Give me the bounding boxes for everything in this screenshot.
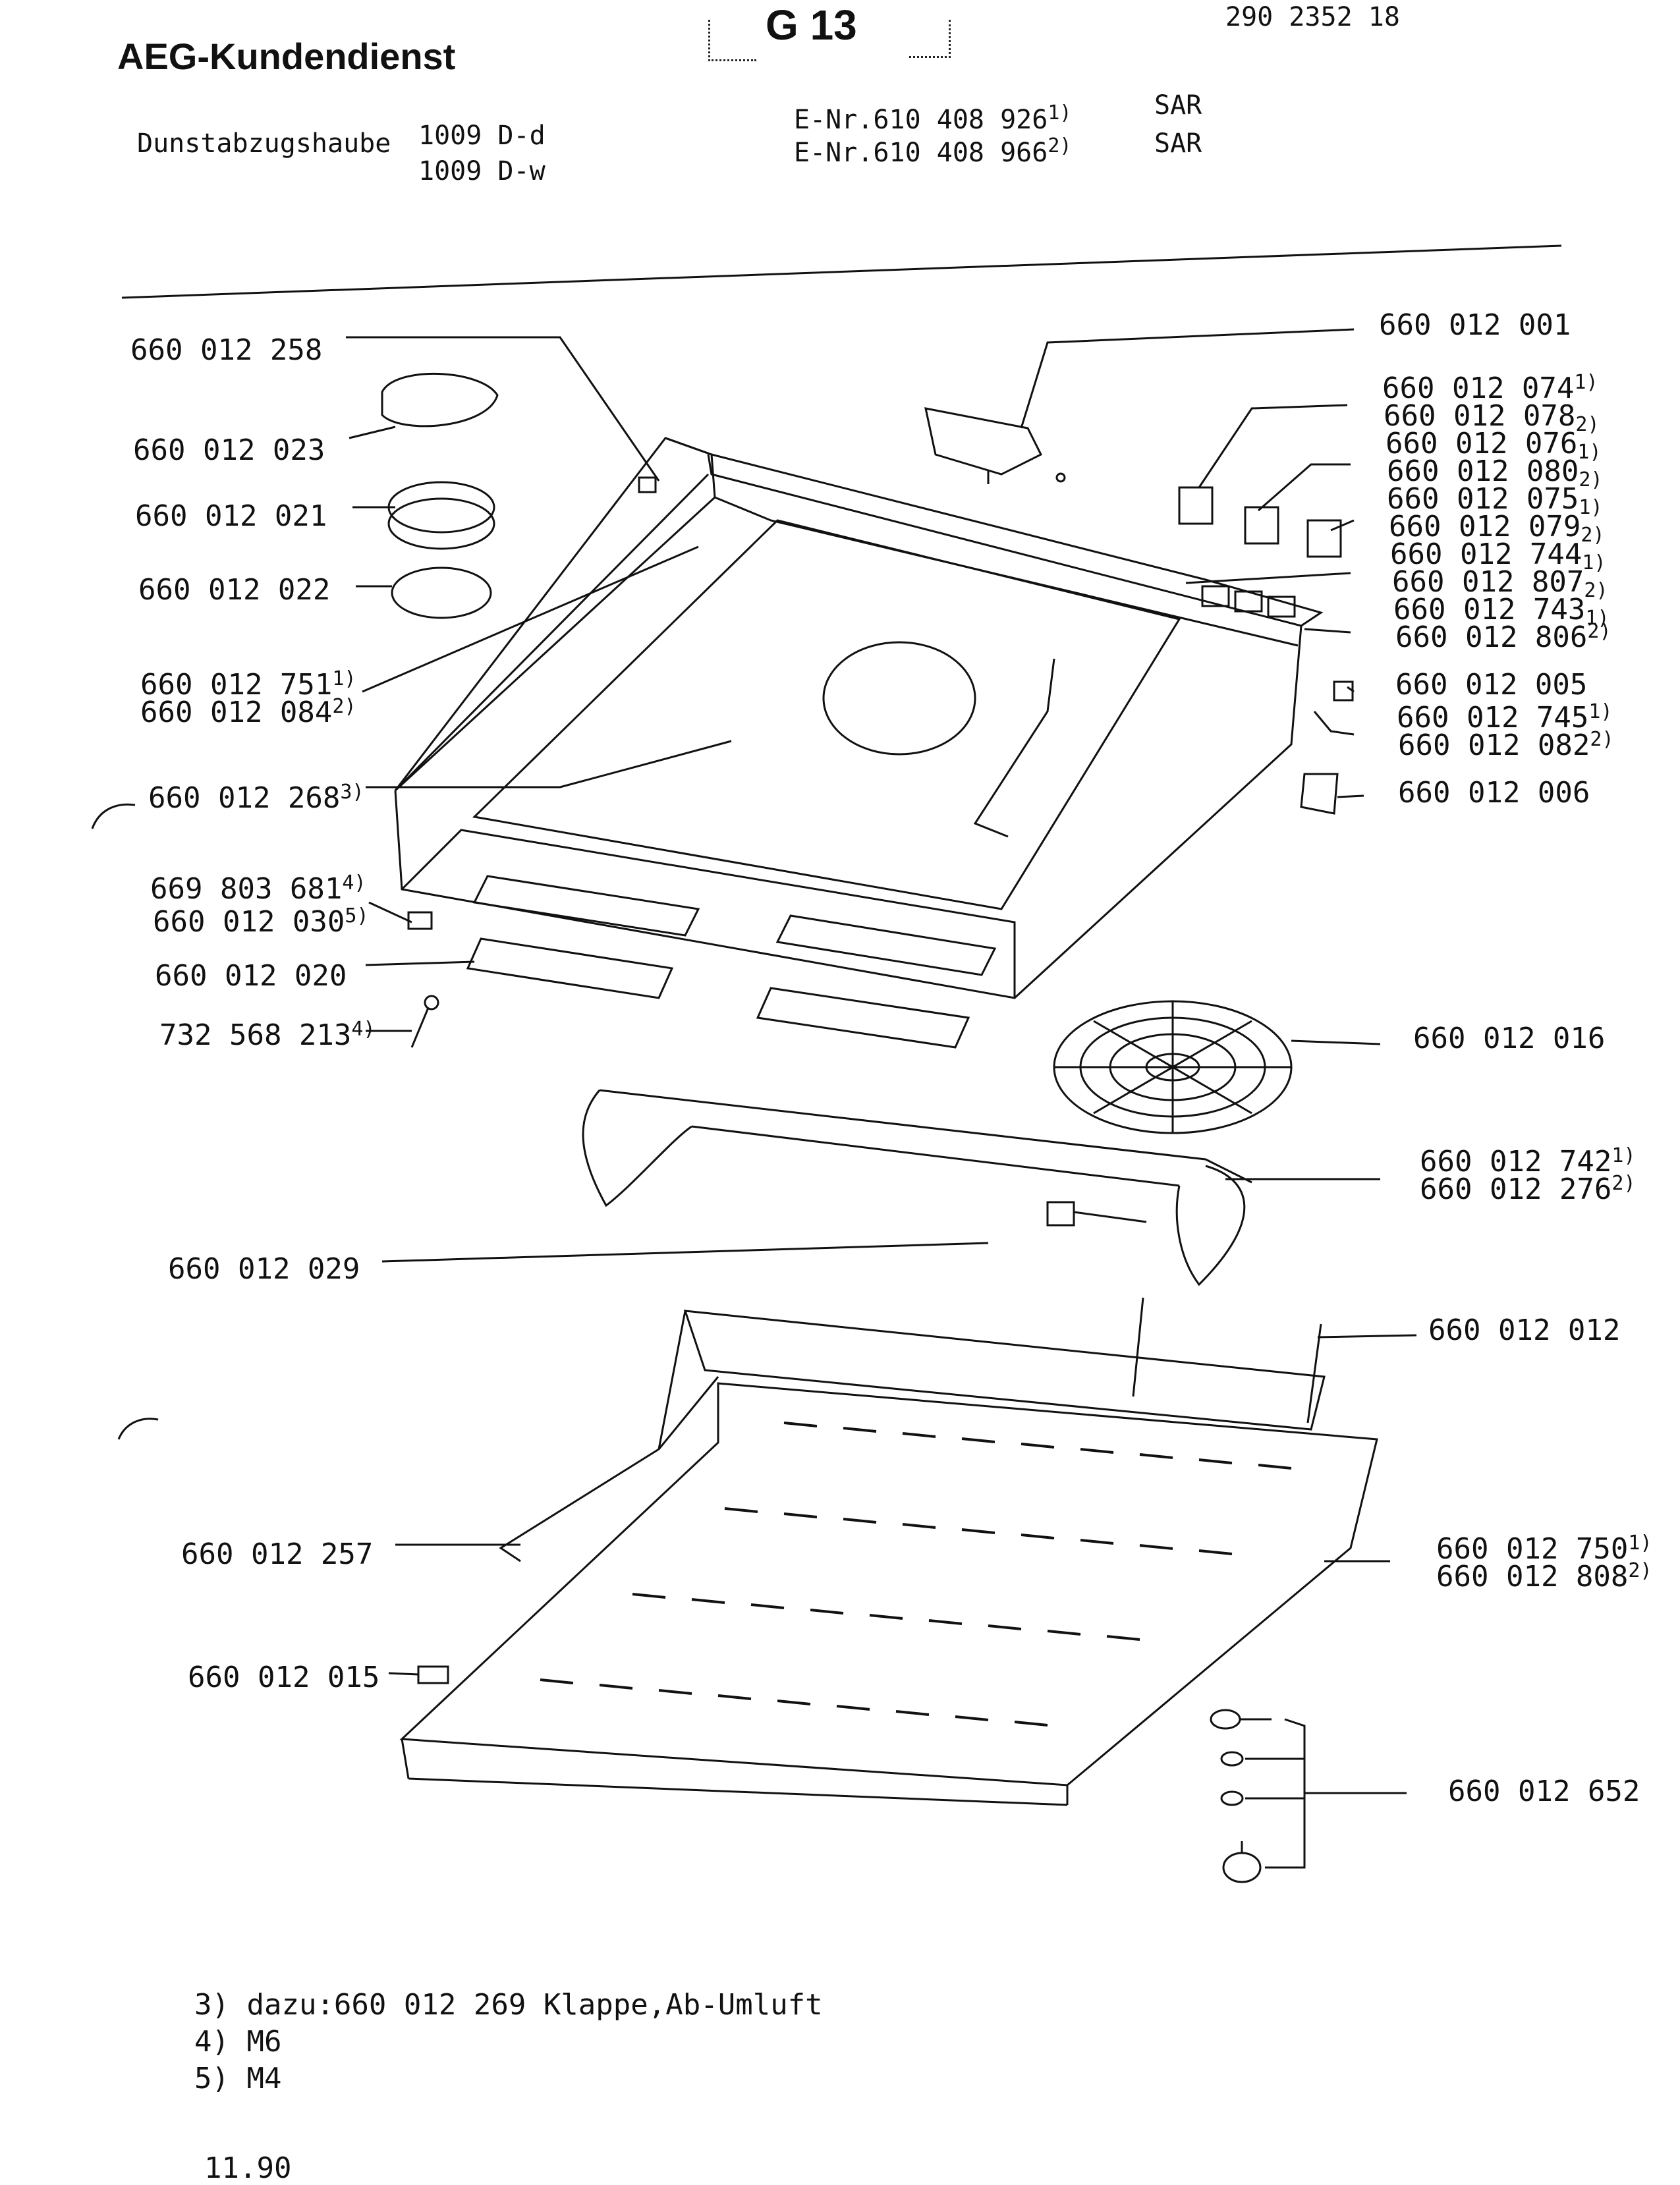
enr-1-ref: 1) [1048,101,1072,124]
part-label: 660 012 0751) [1387,482,1603,519]
part-label: 660 012 016 [1413,1022,1606,1055]
part-label: 660 012 8062) [1395,620,1611,654]
part-label: 660 012 8082) [1436,1559,1652,1593]
side-plug [1333,680,1354,702]
screw [410,995,439,1048]
switch-3 [1306,519,1342,558]
part-label: 660 012 0305) [153,904,369,939]
frame-piece-left [466,937,674,999]
brand-title: AEG-Kundendienst [117,36,456,77]
part-label: 660 012 029 [168,1252,360,1286]
part-label: 660 012 7501) [1436,1532,1652,1566]
part-label: 660 012 015 [188,1661,380,1694]
part-label: 660 012 8072) [1392,565,1608,602]
page-code: G 13 [766,1,857,49]
enr-line-1: E-Nr.610 408 9261) [794,103,1071,135]
model-2: 1009 D-w [418,156,546,186]
margin-mark-2 [117,1418,159,1440]
enr-line-2: E-Nr.610 408 9662) [794,136,1071,168]
part-label: 660 012 7511) [140,667,356,702]
part-label: 660 012 020 [155,959,347,993]
part-label: 660 012 0822) [1398,728,1614,762]
enr-1-number: E-Nr.610 408 926 [794,105,1048,135]
fan-grille [1053,1000,1293,1134]
part-label: 732 568 2134) [159,1018,376,1052]
part-label: 660 012 0802) [1387,455,1603,491]
enr-2-ref: 2) [1048,134,1072,157]
part-label: 660 012 7421) [1420,1144,1636,1178]
lamp-clip [638,476,657,493]
part-label: 660 012 0741) [1382,371,1598,405]
part-label: 669 803 6814) [150,871,366,906]
footnote: 5) M4 [194,2062,282,2095]
page-code-bracket-right [909,20,951,58]
part-label: 660 012 0782) [1384,399,1600,436]
part-label: 660 012 7451) [1397,700,1613,734]
part-label: 660 012 2683) [148,781,364,815]
switch-2 [1244,506,1279,545]
header-rule [121,244,1562,299]
switch-block [924,407,1066,484]
product-name: Dunstabzugshaube [137,128,391,159]
part-label: 660 012 0842) [140,695,356,729]
part-label: 660 012 005 [1395,668,1588,702]
part-label: 660 012 023 [133,433,325,467]
part-label: 660 012 7431) [1393,593,1610,630]
part-label: 660 012 7441) [1390,538,1606,574]
side-cap [1300,773,1339,815]
lamp-glass [391,567,492,619]
sar-2: SAR [1154,128,1202,159]
part-label: 660 012 012 [1428,1314,1621,1347]
part-label: 660 012 006 [1398,776,1590,810]
lamp-cover [381,372,499,428]
hood-body [394,437,1324,999]
part-label: 660 012 021 [135,499,327,533]
small-clip [407,911,433,930]
part-label: 660 012 0761) [1386,427,1602,464]
frame-piece-right [756,987,970,1049]
leader-lines-left [346,336,989,1676]
leader-lines-right [1020,328,1417,1794]
switch-1 [1178,486,1214,525]
filter-clip [417,1665,449,1684]
date-code: 11.90 [204,2151,292,2185]
front-panel [582,1089,1252,1286]
part-label: 660 012 001 [1379,308,1571,342]
document-number: 290 2352 18 [1225,2,1400,32]
mounting-hardware [1210,1709,1306,1883]
grease-filter [399,1297,1378,1806]
filter-slots [540,1422,1292,1727]
part-label: 660 012 0792) [1389,510,1605,547]
control-panel [1201,585,1296,618]
adjust-screw [1046,1201,1147,1227]
footnote: 4) M6 [194,2025,282,2059]
margin-mark-1 [91,803,136,829]
part-label: 660 012 2762) [1420,1172,1636,1206]
enr-2-number: E-Nr.610 408 966 [794,138,1048,168]
footnote: 3) dazu:660 012 269 Klappe,Ab-Umluft [194,1988,823,2022]
model-1: 1009 D-d [418,121,546,151]
part-label: 660 012 258 [130,333,323,367]
part-label: 660 012 257 [181,1537,374,1571]
part-label: 660 012 022 [138,573,331,607]
lamp-ring [387,481,495,550]
sar-1: SAR [1154,90,1202,121]
part-label: 660 012 652 [1448,1775,1640,1808]
page-code-bracket-left [708,20,756,61]
